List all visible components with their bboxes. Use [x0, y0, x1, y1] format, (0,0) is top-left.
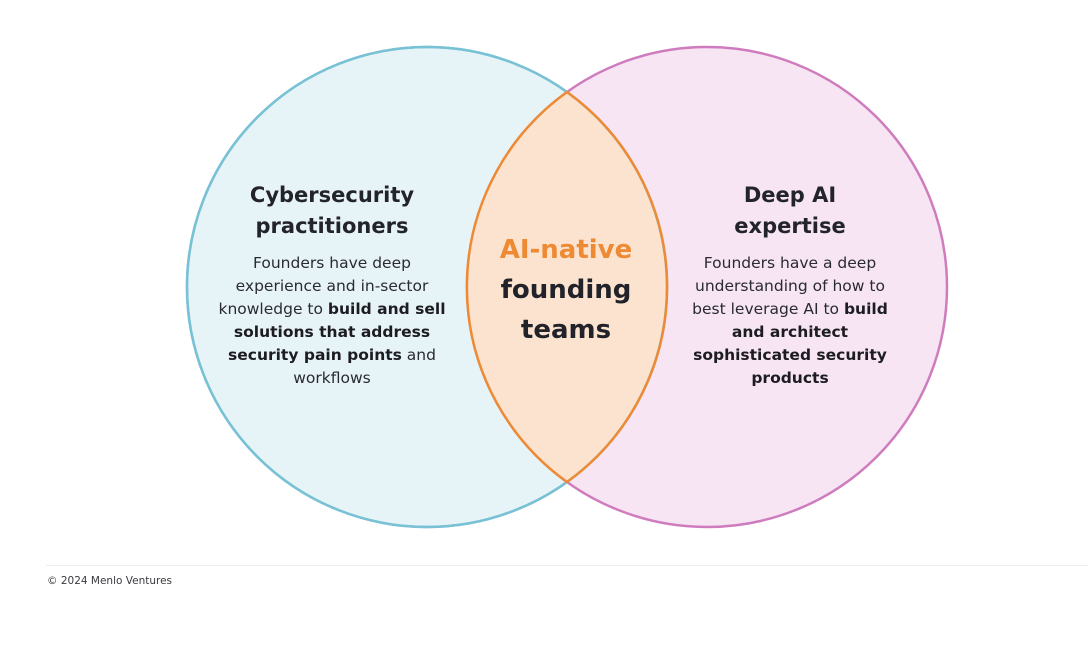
overlap-outline [465, 90, 669, 484]
deep-ai-heading: Deep AI expertise [734, 183, 846, 238]
founding-teams-label: founding teams [500, 275, 632, 345]
deep-ai-expertise-block: Deep AI expertise Founders have a deep u… [690, 180, 890, 390]
ai-native-label: AI-native [499, 235, 633, 265]
deep-ai-description: Founders have a deep understanding of ho… [692, 254, 888, 387]
cybersecurity-heading: Cybersecurity practitioners [249, 183, 415, 238]
ai-native-founding-teams-label: AI-native founding teams [488, 230, 644, 350]
cybersecurity-description: Founders have deep experience and in-sec… [218, 254, 446, 387]
overlap-region [467, 47, 667, 527]
footer-divider [46, 565, 1088, 566]
cybersecurity-practitioners-block: Cybersecurity practitioners Founders hav… [212, 180, 452, 390]
copyright-text: © 2024 Menlo Ventures [47, 575, 173, 587]
